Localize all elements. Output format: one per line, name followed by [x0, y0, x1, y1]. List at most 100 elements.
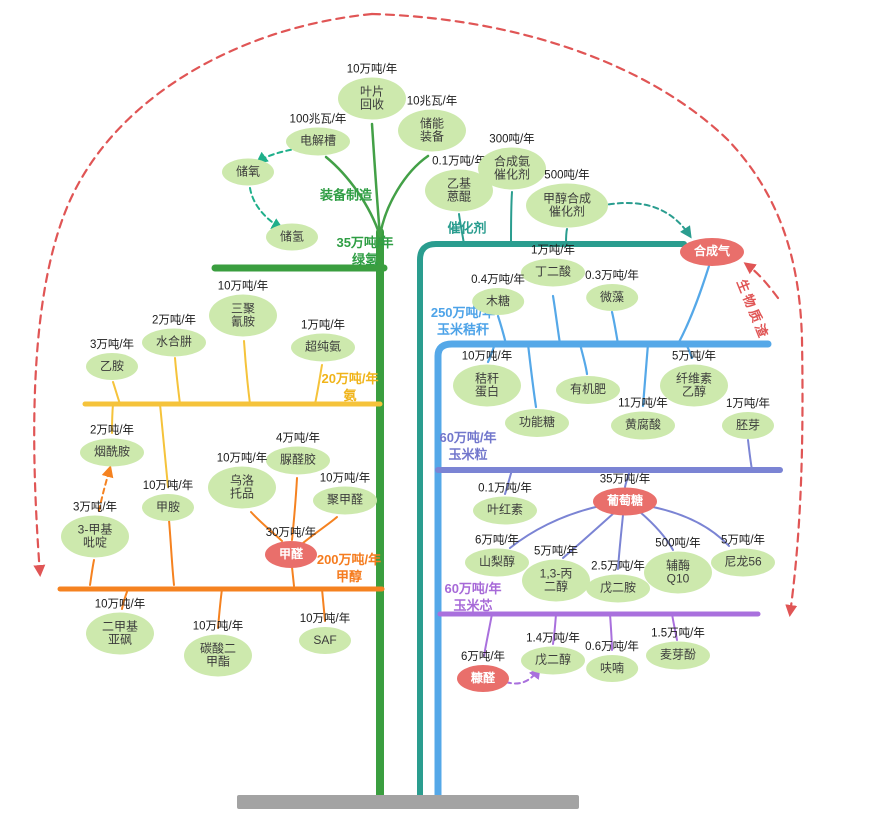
node-label: 储能 装备 [398, 109, 466, 152]
red-dashed-to-syngas [743, 262, 780, 300]
node-label: SAF [299, 627, 351, 654]
node-label: 有机肥 [556, 376, 620, 404]
methanol-branch [57, 465, 385, 629]
label-catalyst: 催化剂 [447, 220, 487, 236]
node-label: 纤维素 乙醇 [660, 364, 728, 407]
capacity-label: 100兆瓦/年 [289, 113, 347, 126]
branch-curve [159, 403, 169, 488]
ammonia-branch [82, 340, 383, 488]
node-label: 合成氨 催化剂 [478, 147, 546, 190]
node-fulvic-acid: 11万吨/年黄腐酸 [611, 395, 675, 440]
node-cellulosic-ethanol: 5万吨/年纤维素 乙醇 [660, 348, 728, 407]
node-urea-formaldehyde-resin: 4万吨/年脲醛胶 [266, 430, 330, 475]
node-label: 葡萄糖 [593, 487, 657, 516]
node-functional-sugar: 功能糖 [505, 409, 569, 437]
branch-curve [217, 588, 223, 629]
node-carotenoid: 0.1万吨/年叶红素 [473, 480, 537, 525]
node-label: 合成气 [680, 238, 744, 266]
capacity-label: 1.5万吨/年 [651, 627, 705, 640]
node-label: 甲醇合成 催化剂 [526, 183, 608, 228]
capacity-label: 5万吨/年 [533, 545, 579, 558]
branch-curve [641, 342, 650, 408]
dashed-arrow-to-nicotinamide [98, 465, 114, 512]
red-dashed-right-curve [370, 12, 804, 617]
node-dimethyl-carbonate: 10万吨/年碳酸二 甲酯 [184, 618, 252, 677]
catalyst-branch [417, 191, 692, 801]
node-ammonia-synthesis-catalyst: 300吨/年合成氨 催化剂 [478, 131, 546, 190]
node-pentanediamine: 2.5万吨/年戊二胺 [586, 558, 650, 603]
capacity-label: 3万吨/年 [72, 501, 118, 514]
branch-curve [250, 511, 283, 542]
node-label: 储氧 [222, 158, 274, 186]
capacity-label: 10万吨/年 [216, 452, 268, 465]
capacity-label: 2.5万吨/年 [591, 560, 645, 573]
capacity-label: 11万吨/年 [618, 397, 668, 410]
node-syngas: 合成气 [680, 238, 744, 266]
branch-curve [321, 588, 326, 622]
node-label: 电解槽 [286, 127, 350, 156]
node-label: 胚芽 [722, 412, 774, 439]
node-ethyl-anthraquinone: 0.1万吨/年乙基 蒽醌 [425, 153, 493, 212]
corn-kernel-branch [435, 439, 783, 570]
node-label: 尼龙56 [711, 548, 775, 577]
branch-curve [551, 294, 562, 346]
branch-curve [291, 566, 295, 587]
capacity-label: 10万吨/年 [94, 598, 146, 611]
branch-curve [747, 439, 753, 471]
capacity-label: 10万吨/年 [142, 480, 194, 492]
branch-curve [486, 342, 497, 364]
capacity-label: 10兆瓦/年 [406, 95, 458, 108]
node-methanol-synthesis-catalyst: 500吨/年甲醇合成 催化剂 [526, 167, 608, 228]
branch-curve [671, 613, 678, 641]
node-coenzyme-q10: 500吨/年辅酶 Q10 [644, 535, 712, 594]
capacity-label: 2万吨/年 [89, 424, 135, 437]
capacity-label: 500吨/年 [544, 169, 590, 182]
branch-curve [111, 403, 114, 434]
branch-curve [168, 519, 175, 586]
node-nylon56: 5万吨/年尼龙56 [711, 532, 775, 577]
node-label: 糠醛 [457, 665, 509, 692]
node-ethylamine: 3万吨/年乙胺 [86, 336, 138, 380]
node-label: 微藻 [586, 284, 638, 311]
branch-curve [483, 613, 493, 657]
dashed-arrow-to-syngas [599, 202, 692, 239]
capacity-label: 2万吨/年 [151, 314, 197, 327]
green-hydrogen-trunk [211, 122, 430, 802]
node-nicotinamide: 2万吨/年烟酰胺 [80, 422, 144, 467]
branch-curve [578, 342, 589, 376]
branch-curve [370, 122, 382, 238]
capacity-label: 10万吨/年 [346, 63, 398, 76]
capacity-label: 1万吨/年 [300, 319, 346, 332]
dashed-arrow-to-hydrogen-storage [249, 187, 284, 230]
node-label: 戊二醇 [521, 646, 585, 675]
node-label: 黄腐酸 [611, 411, 675, 440]
capacity-label: 0.4万吨/年 [471, 274, 525, 286]
node-urotropine: 10万吨/年乌洛 托品 [208, 450, 276, 509]
branch-curve [174, 357, 181, 405]
node-xylose: 0.4万吨/年木糖 [471, 271, 525, 315]
branch-curve [121, 588, 129, 610]
label-corn-cob: 60万吨/年 玉米芯 [444, 581, 502, 613]
node-furan: 0.6万吨/年呋喃 [585, 638, 639, 682]
node-maltol: 1.5万吨/年麦芽酚 [646, 625, 710, 670]
node-formaldehyde: 30万吨/年甲醛 [265, 524, 317, 568]
node-organic-fertilizer: 有机肥 [556, 376, 620, 404]
node-label: 丁二酸 [521, 258, 585, 287]
node-label: 甲醛 [265, 541, 317, 568]
branch-curve [624, 469, 631, 488]
branch-curve [458, 213, 465, 245]
label-ammonia: 20万吨/年 氨 [321, 371, 379, 403]
capacity-label: 6万吨/年 [474, 534, 520, 547]
node-pentanediol: 1.4万吨/年戊二醇 [521, 630, 585, 675]
node-label: 1,3-丙 二醇 [522, 559, 590, 602]
node-label: 叶片 回收 [338, 77, 406, 120]
biomass-residue-loop [33, 12, 804, 617]
branch-curve [243, 340, 251, 405]
node-label: 叶红素 [473, 496, 537, 525]
branch-curve [509, 505, 601, 549]
node-label: 脲醛胶 [266, 446, 330, 475]
label-methanol: 200万吨/年 甲醇 [316, 552, 382, 584]
label-equipment-manufacturing: 装备制造 [319, 187, 373, 203]
